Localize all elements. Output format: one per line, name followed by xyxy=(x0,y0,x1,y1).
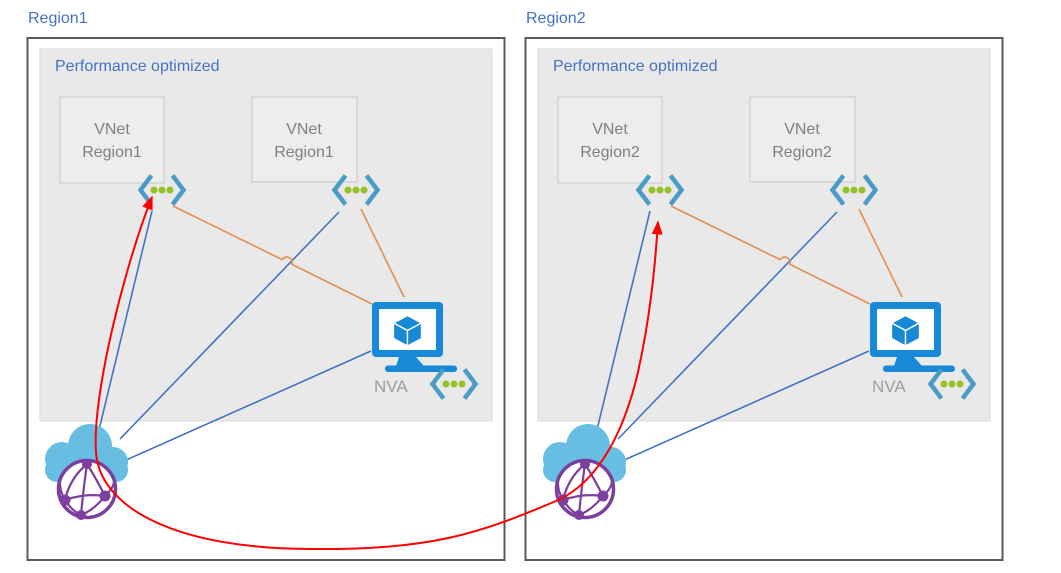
zone-label: Performance optimized xyxy=(553,58,718,75)
gateway-to-vnet2-line xyxy=(617,211,838,440)
region-title: Region2 xyxy=(526,10,586,27)
inter-region-traffic-arrow xyxy=(94,195,663,551)
gateway-to-nva-line xyxy=(123,350,372,462)
gateway-to-vnet1-line xyxy=(96,210,153,439)
vnet-name-line1: VNet xyxy=(286,121,322,138)
vnet-name-line2: Region1 xyxy=(274,144,334,161)
nva-to-vnet2-link xyxy=(858,208,903,298)
nva-label: NVA xyxy=(872,377,906,396)
vnet-box-1: VNet Region1 xyxy=(59,96,165,184)
vnet-box-rect xyxy=(251,96,358,183)
vnet-name-line2: Region1 xyxy=(82,144,142,161)
zone-label: Performance optimized xyxy=(55,58,220,75)
nva-to-vnet1-link xyxy=(172,205,373,305)
vnet-box-rect xyxy=(749,96,856,183)
gateway-to-vnet2-line xyxy=(119,211,340,440)
nva-label: NVA xyxy=(374,377,408,396)
vnet-name-line2: Region2 xyxy=(772,144,832,161)
nva-to-vnet1-link xyxy=(670,205,871,305)
region-title: Region1 xyxy=(28,10,88,27)
vnet-name-line1: VNet xyxy=(784,121,820,138)
vnet-box-rect xyxy=(59,96,165,184)
vnet-box-2: VNet Region2 xyxy=(749,96,856,183)
gateway-to-nva-line xyxy=(621,350,870,462)
vnet-name-line1: VNet xyxy=(94,121,130,138)
vnet-name-line2: Region2 xyxy=(580,144,640,161)
vnet-name-line1: VNet xyxy=(592,121,628,138)
vnet-box-2: VNet Region1 xyxy=(251,96,358,183)
gateway-to-vnet1-line xyxy=(594,210,651,439)
vnet-box-1: VNet Region2 xyxy=(557,96,663,184)
region2-group: Region2 Performance optimized VNet Regio… xyxy=(524,10,1004,561)
region1-group: Region1 Performance optimized VNet Regio… xyxy=(26,10,506,561)
vnet-box-rect xyxy=(557,96,663,184)
